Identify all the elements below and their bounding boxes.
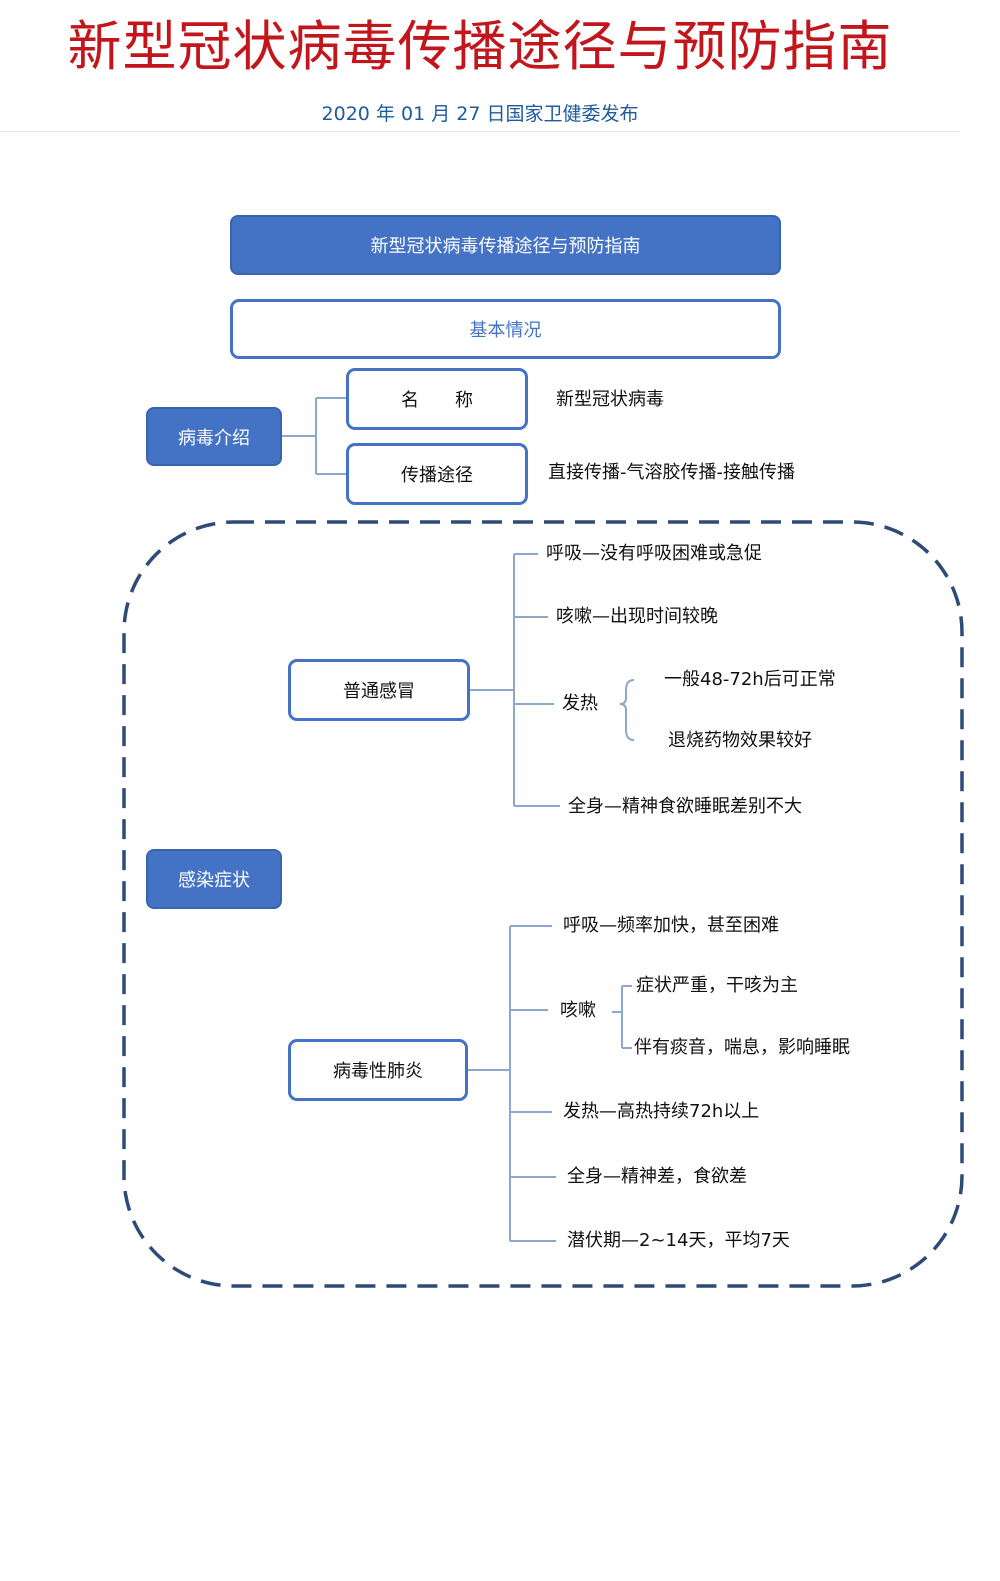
cold-fever: 发热 (562, 693, 598, 714)
name-node-label: 名 称 (401, 390, 473, 411)
cold-branch-arms (514, 553, 560, 807)
cold-node-label: 普通感冒 (343, 681, 415, 702)
pneumonia-cough: 咳嗽 (560, 1000, 596, 1021)
cold-cough: 咳嗽—出现时间较晚 (556, 606, 718, 627)
page-title: 新型冠状病毒传播途径与预防指南 (67, 15, 893, 78)
symptoms-node-label: 感染症状 (178, 870, 250, 891)
header-divider (0, 131, 960, 132)
pneumonia-breath: 呼吸—频率加快，甚至困难 (563, 915, 779, 936)
pneumonia-cough-detail-2: 伴有痰音，喘息，影响睡眠 (634, 1037, 850, 1058)
intro-node-label: 病毒介绍 (178, 427, 250, 449)
root-node[interactable]: 新型冠状病毒传播途径与预防指南 (230, 215, 781, 275)
intro-node[interactable]: 病毒介绍 (146, 407, 282, 466)
route-node[interactable]: 传播途径 (346, 443, 528, 505)
pneumonia-branch-arms (510, 925, 556, 1242)
section-node-label: 基本情况 (469, 320, 542, 341)
pneumonia-fever: 发热—高热持续72h以上 (563, 1101, 760, 1122)
name-node[interactable]: 名 称 (346, 368, 528, 430)
pneumonia-node[interactable]: 病毒性肺炎 (288, 1039, 468, 1101)
route-node-label: 传播途径 (401, 465, 473, 486)
intro-branch-arms (316, 397, 348, 475)
cold-fever-detail-1: 一般48-72h后可正常 (664, 669, 836, 690)
cold-node[interactable]: 普通感冒 (288, 659, 470, 721)
pneumonia-node-label: 病毒性肺炎 (333, 1061, 423, 1082)
cold-fever-detail-2: 退烧药物效果较好 (668, 730, 812, 751)
pneumonia-incubation: 潜伏期—2~14天，平均7天 (567, 1230, 790, 1251)
cough-bracket (612, 985, 632, 1049)
cold-body: 全身—精神食欲睡眠差别不大 (568, 796, 802, 817)
symptoms-dashed-frame (122, 520, 964, 1288)
fever-brace (619, 679, 635, 741)
route-value: 直接传播-气溶胶传播-接触传播 (548, 462, 795, 483)
root-node-label: 新型冠状病毒传播途径与预防指南 (370, 236, 641, 257)
pneumonia-cough-detail-1: 症状严重，干咳为主 (636, 975, 798, 996)
pneumonia-body: 全身—精神差，食欲差 (567, 1166, 747, 1187)
publish-date: 2020 年 01 月 27 日国家卫健委发布 (321, 103, 639, 125)
section-node[interactable]: 基本情况 (230, 299, 781, 359)
symptoms-node[interactable]: 感染症状 (146, 849, 282, 909)
name-value: 新型冠状病毒 (556, 389, 664, 410)
cold-breath: 呼吸—没有呼吸困难或急促 (546, 543, 762, 564)
